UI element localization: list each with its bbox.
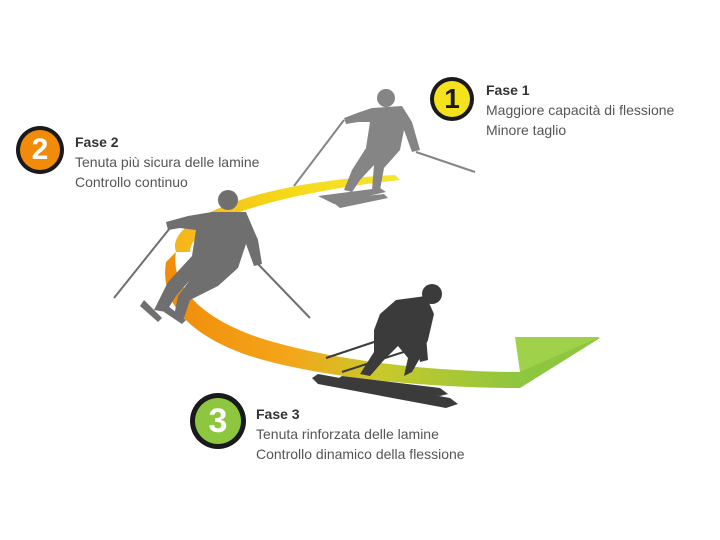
track-lower-band [165,252,520,388]
skier-phase-2 [113,190,311,324]
phase-3-line-2: Controllo dinamico della flessione [256,446,465,462]
phase-2-line-1: Tenuta più sicura delle lamine [75,154,260,170]
phase-1-line-1: Maggiore capacità di flessione [486,102,675,118]
phase-2-title: Fase 2 [75,134,119,150]
phase-1-title: Fase 1 [486,82,530,98]
phase-3-title: Fase 3 [256,406,300,422]
phase-1-line-2: Minore taglio [486,122,567,138]
phase-3-number: 3 [195,398,241,444]
phase-2-number: 2 [20,130,60,170]
phase-3-line-1: Tenuta rinforzata delle lamine [256,426,439,442]
skier-phase-1 [293,89,476,208]
skier-phase-3 [312,284,458,408]
track-end-top [515,337,600,372]
phase-2-line-2: Controllo continuo [75,174,188,190]
phase-1-number: 1 [434,81,470,117]
